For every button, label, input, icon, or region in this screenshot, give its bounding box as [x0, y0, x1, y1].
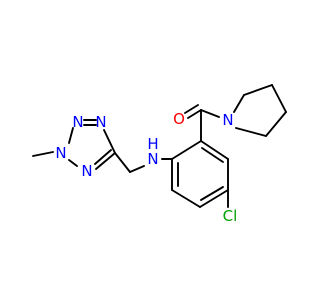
bond-carbonyl-o-double: [184, 104, 199, 114]
bond-methyl-n2: [32, 151, 54, 157]
atom-tetrazole-nitrogen-2: N: [55, 144, 66, 162]
bond-pyr-ca-cb: [243, 84, 273, 96]
bond-pyr-n-ca: [233, 94, 245, 113]
bond-tz-n4-c5: [103, 129, 116, 154]
bond-ring-c1-c2: [171, 140, 202, 160]
bond-ring-c2-c3: [200, 140, 229, 160]
bond-ring-c2-c3-inner: [201, 147, 224, 163]
bond-carbonyl-o: [187, 109, 202, 119]
bond-tz-c5-n3-double: [94, 149, 112, 165]
bond-tz-n3-n2: [68, 159, 78, 167]
atom-tetrazole-nitrogen-3: N: [81, 162, 92, 180]
atom-label-layer: O N N H Cl N N N N: [55, 110, 237, 225]
atom-nitrogen-amide: N: [222, 111, 233, 129]
atom-chlorine: Cl: [223, 207, 238, 225]
bond-tz-n2-n1: [68, 127, 74, 144]
bond-ring-c5-c6: [171, 189, 201, 208]
bond-carbonyl-n: [200, 109, 220, 118]
bond-ring-c4-c5: [199, 189, 229, 208]
atom-tetrazole-nitrogen-4: N: [95, 113, 106, 131]
bond-layer: [32, 84, 287, 208]
bond-ch2-nh: [129, 165, 145, 173]
bond-ring-c4-c5-inner: [200, 186, 224, 201]
atom-hydrogen-amine: H: [147, 135, 158, 153]
bond-tz-c5-n3: [95, 152, 116, 170]
bond-pyr-cc-cd: [265, 111, 287, 137]
atom-tetrazole-nitrogen-1: N: [72, 113, 83, 131]
atom-oxygen: O: [173, 110, 185, 128]
bond-c5-ch2: [114, 152, 131, 173]
atom-nitrogen-amine: N: [147, 150, 158, 168]
bond-pyr-cb-cc: [271, 84, 287, 113]
bond-pyr-cd-n: [235, 127, 267, 137]
molecule-structure: O N N H Cl N N N N: [32, 84, 287, 225]
